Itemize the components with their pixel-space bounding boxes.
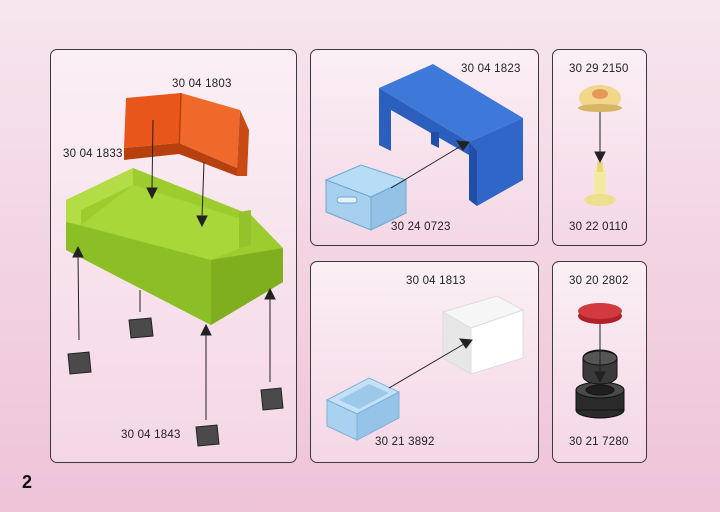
backrest-part-code: 30 04 1803 — [172, 78, 232, 90]
lamp-assembly-illustration — [578, 85, 622, 206]
lamp-base-part-code: 30 22 0110 — [569, 221, 628, 233]
basket-part — [325, 377, 401, 441]
assembly-arrows — [594, 112, 606, 164]
sofa-leg-parts — [67, 317, 284, 447]
lamp-shade-part-code: 30 29 2150 — [569, 63, 629, 75]
desk-parts-panel: 30 04 1823 30 24 0723 — [310, 49, 539, 246]
backrest-cushion-part — [124, 92, 249, 176]
sofa-seat-part — [66, 168, 283, 325]
assembly-arrows — [72, 119, 276, 420]
assembly-arrows — [594, 324, 606, 384]
cube-assembly-illustration — [325, 295, 525, 441]
stool-seat-part — [578, 303, 622, 324]
lamp-shade-part — [578, 85, 622, 112]
lamp-parts-panel: 30 29 2150 30 22 0110 — [552, 49, 647, 246]
desk-part — [379, 64, 523, 206]
stool-seat-part-code: 30 20 2802 — [569, 275, 629, 287]
drawer-part-code: 30 24 0723 — [391, 221, 451, 233]
basket-part-code: 30 21 3892 — [375, 436, 435, 448]
stool-base-part-code: 30 21 7280 — [569, 436, 629, 448]
desk-assembly-illustration — [324, 64, 523, 231]
sofa-parts-panel: 30 04 1803 30 04 1833 30 04 1843 — [50, 49, 297, 463]
lamp-base-part — [584, 162, 616, 206]
cube-part-code: 30 04 1813 — [406, 275, 466, 287]
white-cube-part — [441, 295, 525, 375]
drawer-part — [324, 164, 408, 231]
cube-parts-panel: 30 04 1813 30 21 3892 — [310, 261, 539, 463]
seat-part-code: 30 04 1833 — [63, 148, 123, 160]
assembly-arrows — [390, 140, 470, 189]
stool-assembly-illustration — [575, 303, 625, 419]
sofa-assembly-illustration — [66, 92, 284, 447]
assembly-arrows — [388, 338, 473, 389]
page-number: 2 — [22, 472, 33, 492]
leg-part-code: 30 04 1843 — [121, 429, 181, 441]
desk-part-code: 30 04 1823 — [461, 63, 521, 75]
stool-parts-panel: 30 20 2802 30 21 7280 — [552, 261, 647, 463]
